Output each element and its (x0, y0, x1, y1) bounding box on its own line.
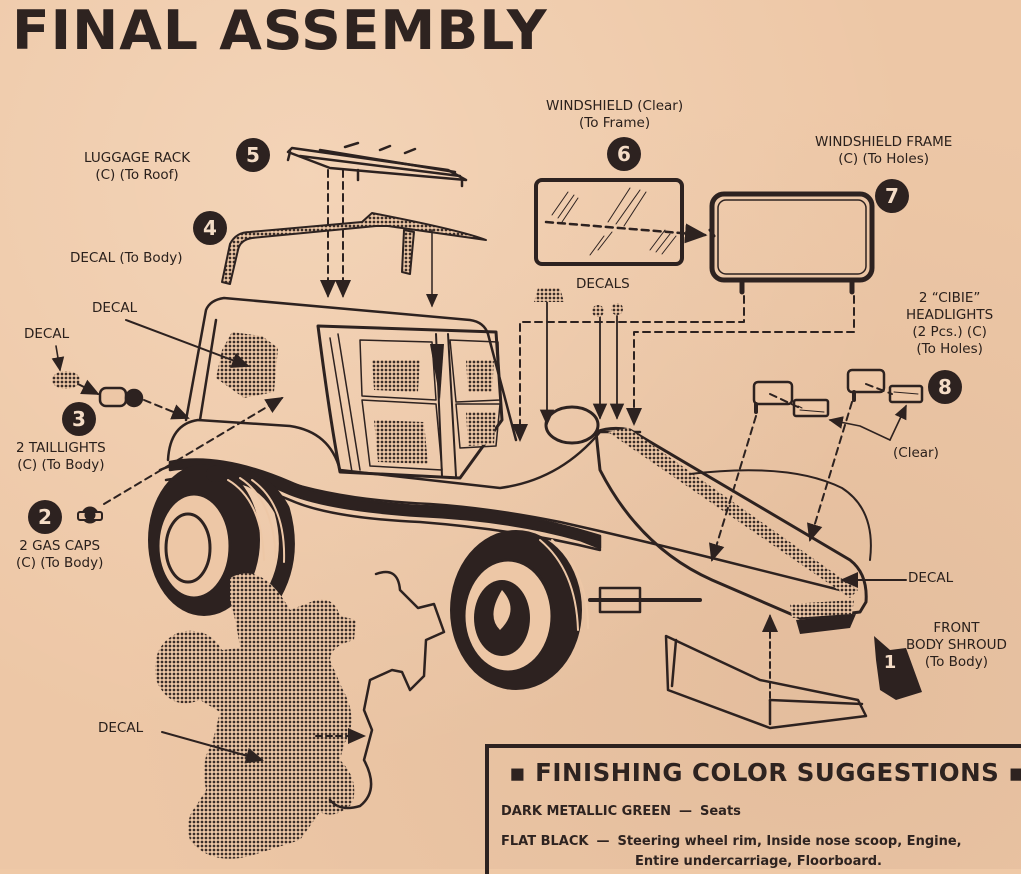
finishing-parts-continued: Entire undercarriage, Floorboard. (635, 854, 882, 869)
label-line: 2 GAS CAPS (19, 538, 101, 554)
finishing-parts: Seats (700, 804, 741, 819)
step1-arrow-icon (874, 636, 922, 700)
front-shroud-part (664, 634, 868, 730)
finishing-color: FLAT BLACK (501, 834, 589, 849)
label-line: 2 “CIBIE” (918, 290, 981, 306)
step-1-badge: 1 (883, 651, 897, 673)
step-5-badge: 5 (236, 138, 270, 172)
hood-decals-label: DECALS (576, 276, 630, 292)
finishing-dash: — (596, 834, 610, 849)
label-line: (To Frame) (579, 115, 651, 131)
windshield-part (534, 178, 708, 266)
page-title: FINAL ASSEMBLY (12, 0, 548, 62)
roof-decal-label: DECAL (To Body) (70, 250, 183, 267)
step-2-badge: 2 (28, 500, 62, 534)
step-6-badge: 6 (607, 137, 641, 171)
label-line: WINDSHIELD FRAME (815, 134, 953, 150)
roof-decal-part (221, 212, 487, 285)
gas-caps-label: 2 GAS CAPS (C) (To Body) (16, 538, 103, 572)
label-line: (2 Pcs.) (C) (912, 324, 987, 340)
step-3-badge: 3 (62, 402, 96, 436)
label-line: FRONT (933, 620, 980, 636)
label-line: (C) (To Roof) (95, 167, 179, 183)
label-line: (C) (To Body) (16, 555, 104, 571)
taillights-label: 2 TAILLIGHTS (C) (To Body) (16, 440, 106, 474)
headlights-part (752, 368, 924, 418)
headlights-label: 2 “CIBIE” HEADLIGHTS (2 Pcs.) (C) (To Ho… (906, 290, 993, 358)
front-wheel (450, 530, 589, 690)
taillight-decal-label: DECAL (24, 326, 70, 342)
luggage-rack-label: LUGGAGE RACK (C) (To Roof) (84, 150, 190, 184)
windshield-label: WINDSHIELD (Clear) (To Frame) (546, 98, 683, 132)
nose-decal-label: DECAL (908, 570, 954, 586)
label-line: (To Body) (924, 654, 988, 670)
mickey-decal-part (155, 570, 446, 859)
gas-cap-part (77, 396, 284, 524)
finishing-color: DARK METALLIC GREEN (501, 804, 671, 819)
front-body-shroud-label: FRONT BODY SHROUD (To Body) (906, 620, 1007, 671)
step-4-badge: 4 (193, 211, 227, 245)
windshield-frame-label: WINDSHIELD FRAME (C) (To Holes) (815, 134, 952, 168)
luggage-rack-part (286, 141, 468, 188)
label-line: BODY SHROUD (906, 637, 1007, 653)
clear-lens-label: (Clear) (893, 445, 939, 461)
side-decal-label: DECAL (92, 300, 138, 316)
label-line: 2 TAILLIGHTS (16, 440, 106, 456)
mickey-decal-label: DECAL (98, 720, 144, 736)
label-line: (C) (To Body) (17, 457, 105, 473)
finishing-parts: Steering wheel rim, Inside nose scoop, E… (617, 834, 962, 849)
finishing-color-box: ▪ FINISHING COLOR SUGGESTIONS ▪ DARK MET… (485, 744, 1021, 874)
step-8-badge: 8 (928, 370, 962, 404)
step-7-badge: 7 (875, 179, 909, 213)
label-line: DECAL (To Body) (70, 250, 183, 266)
finishing-title: ▪ FINISHING COLOR SUGGESTIONS ▪ (509, 758, 1021, 787)
taillight-part (51, 345, 190, 420)
car-body (158, 296, 872, 634)
finishing-item: FLAT BLACK — Steering wheel rim, Inside no… (501, 834, 962, 849)
label-line: LUGGAGE RACK (84, 150, 191, 166)
finishing-dash: — (679, 804, 692, 819)
label-line: WINDSHIELD (Clear) (546, 98, 684, 114)
windshield-frame-part (708, 191, 875, 295)
label-line: (To Holes) (916, 341, 983, 357)
label-line: HEADLIGHTS (906, 307, 994, 323)
label-line: (C) (To Holes) (838, 151, 930, 167)
finishing-item: DARK METALLIC GREEN — Seats (501, 804, 741, 819)
